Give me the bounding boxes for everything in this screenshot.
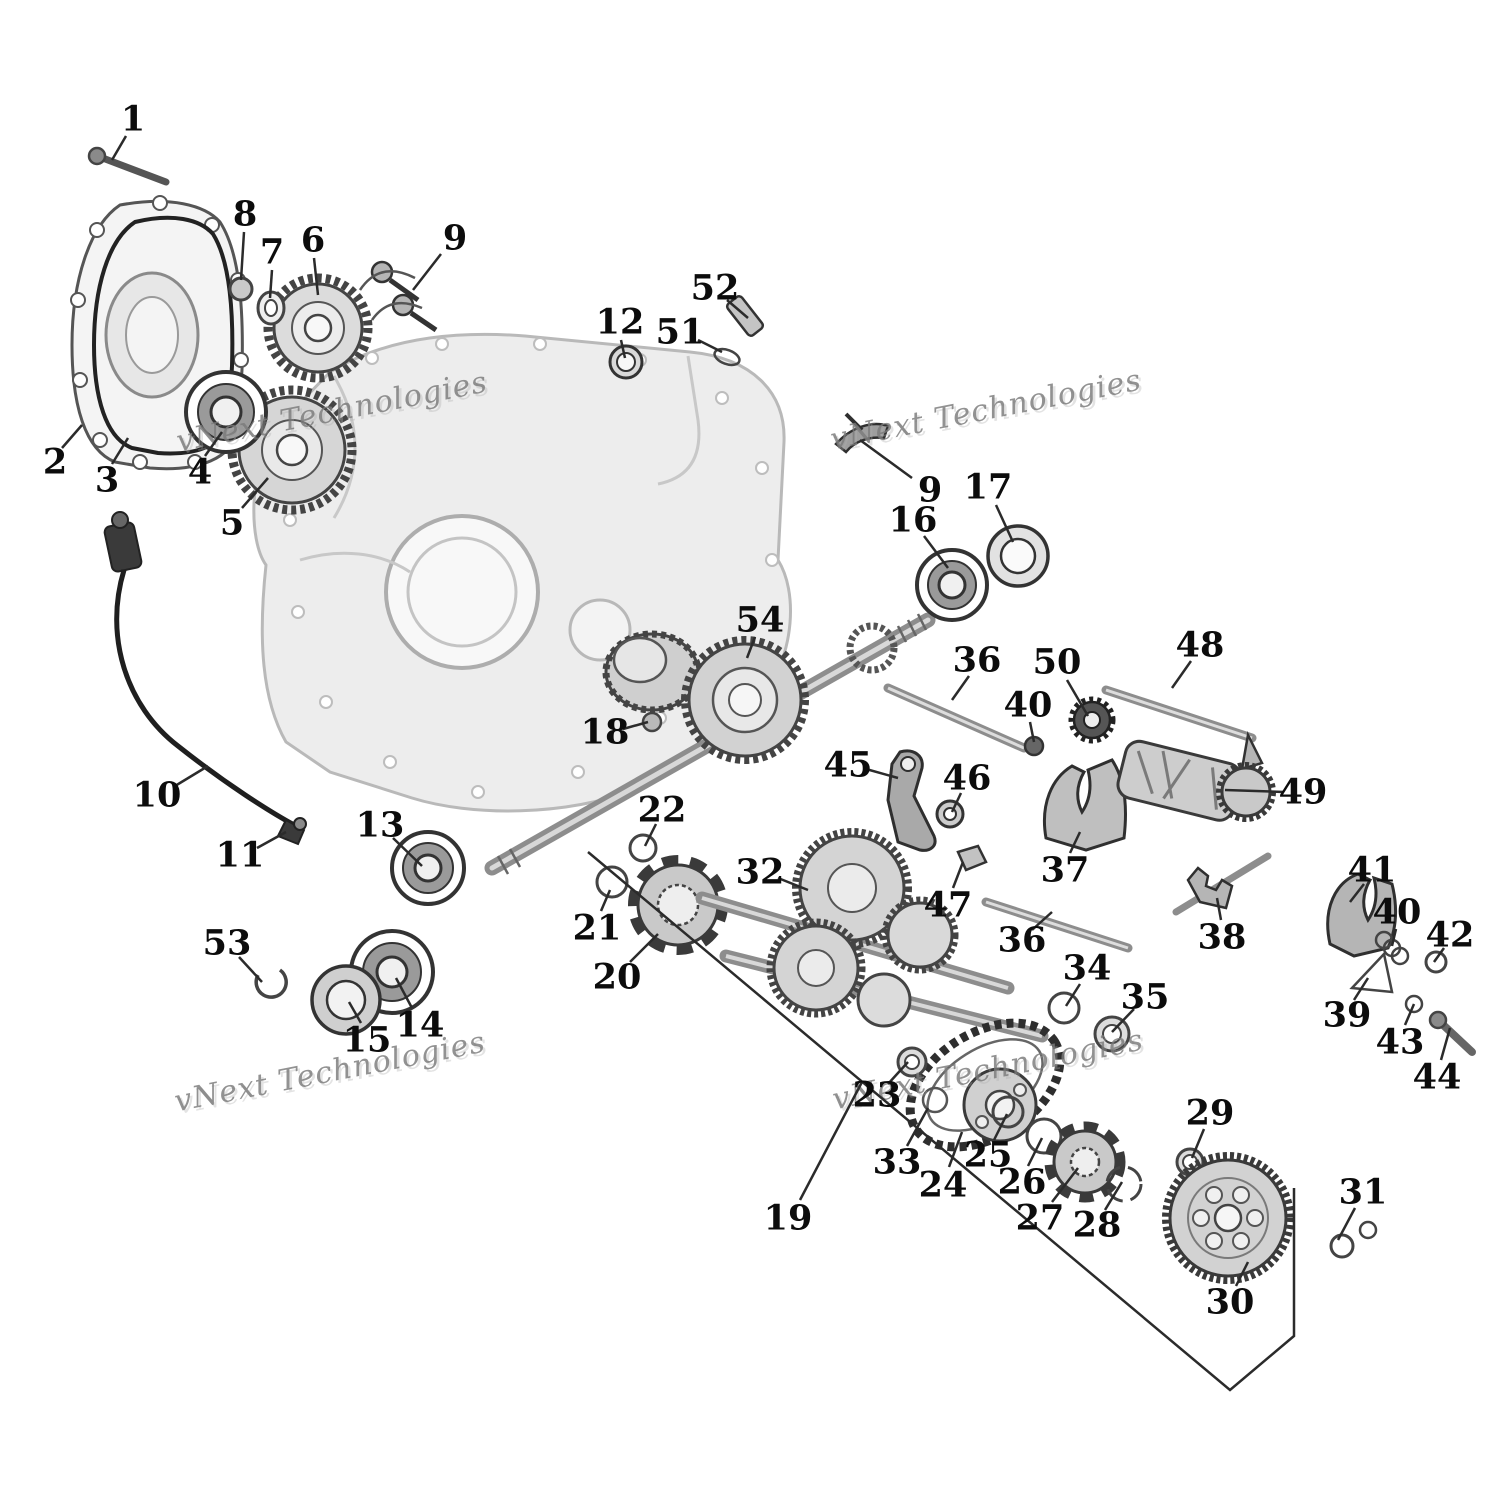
leader-line-39 — [1352, 977, 1370, 1001]
leader-line-32 — [777, 876, 809, 892]
leader-line-31 — [1336, 1207, 1357, 1241]
speed-sensor-cable — [103, 511, 307, 846]
leader-line-6 — [312, 257, 320, 296]
leader-line-10 — [174, 764, 209, 788]
leader-line-44 — [1439, 1027, 1452, 1061]
leader-line-27 — [1051, 1167, 1079, 1203]
upper-right-bearings — [915, 524, 1050, 622]
leader-line-3 — [110, 437, 130, 465]
leader-line-16 — [923, 535, 949, 569]
leader-line-1 — [110, 135, 128, 161]
leader-line-21 — [599, 889, 612, 912]
leader-line-13 — [392, 837, 423, 867]
leader-line-29 — [1190, 1128, 1206, 1159]
leader-line-40-2 — [1390, 928, 1398, 947]
leader-line-51 — [697, 338, 723, 354]
leader-line-20 — [629, 933, 659, 963]
counter-shaft-group — [695, 828, 1049, 1043]
final-drive-group — [991, 991, 1378, 1284]
leader-line-53 — [238, 956, 263, 983]
leader-line-8 — [239, 231, 246, 281]
shift-fork-38 — [1186, 866, 1234, 910]
leader-line-46 — [950, 792, 963, 813]
leader-line-2 — [61, 424, 83, 449]
leader-line-37 — [1068, 831, 1082, 854]
leader-line-11 — [256, 830, 287, 850]
leader-line-15 — [347, 1001, 363, 1024]
leader-line-26 — [1026, 1137, 1044, 1167]
leader-line-14 — [394, 977, 414, 1009]
leader-line-50 — [1065, 679, 1090, 717]
leader-line-43 — [1403, 1003, 1416, 1026]
leader-line-19 — [798, 1081, 864, 1201]
leader-line-42 — [1432, 947, 1446, 963]
leader-line-34 — [1064, 983, 1082, 1007]
leader-line-17 — [994, 504, 1015, 543]
shift-solenoids — [358, 260, 438, 333]
leader-line-22 — [643, 823, 658, 847]
leader-line-5 — [241, 477, 269, 509]
leader-line-9 — [412, 253, 442, 291]
leader-line-36 — [950, 675, 971, 701]
leader-line-40 — [1028, 721, 1036, 743]
leader-line-28 — [1103, 1181, 1124, 1211]
leader-line-24 — [947, 1131, 964, 1168]
cover-bolt — [87, 146, 170, 186]
leader-line-4 — [203, 431, 224, 457]
leader-line-41 — [1349, 883, 1365, 903]
leader-line-9-2 — [859, 438, 913, 480]
hub-and-rings — [595, 833, 728, 955]
primary-gear-group — [184, 260, 438, 515]
shift-lever — [834, 422, 890, 454]
leader-line-23 — [887, 1061, 909, 1085]
leader-line-48 — [1170, 660, 1193, 689]
leader-line-38 — [1215, 897, 1223, 921]
shift-mechanism-group — [883, 683, 1476, 1056]
leader-line-49 — [1224, 788, 1285, 794]
leader-line-18 — [622, 720, 649, 731]
leader-line-12 — [619, 339, 627, 359]
leader-line-30 — [1234, 1261, 1250, 1287]
leader-line-47 — [951, 861, 965, 889]
output-shaft-assembly — [484, 612, 936, 876]
shift-arm — [886, 749, 937, 852]
leader-line-36-2 — [1031, 911, 1053, 931]
group-bracket-19 — [587, 851, 1296, 1392]
leader-line-45 — [865, 767, 899, 780]
leader-line-35 — [1111, 1008, 1135, 1033]
leader-line-52 — [726, 299, 749, 319]
leader-line-7 — [268, 269, 274, 299]
cover-gasket — [92, 215, 235, 456]
lower-left-bearings — [254, 830, 466, 1036]
leader-line-25 — [992, 1113, 1009, 1141]
leader-line-54 — [745, 636, 757, 659]
